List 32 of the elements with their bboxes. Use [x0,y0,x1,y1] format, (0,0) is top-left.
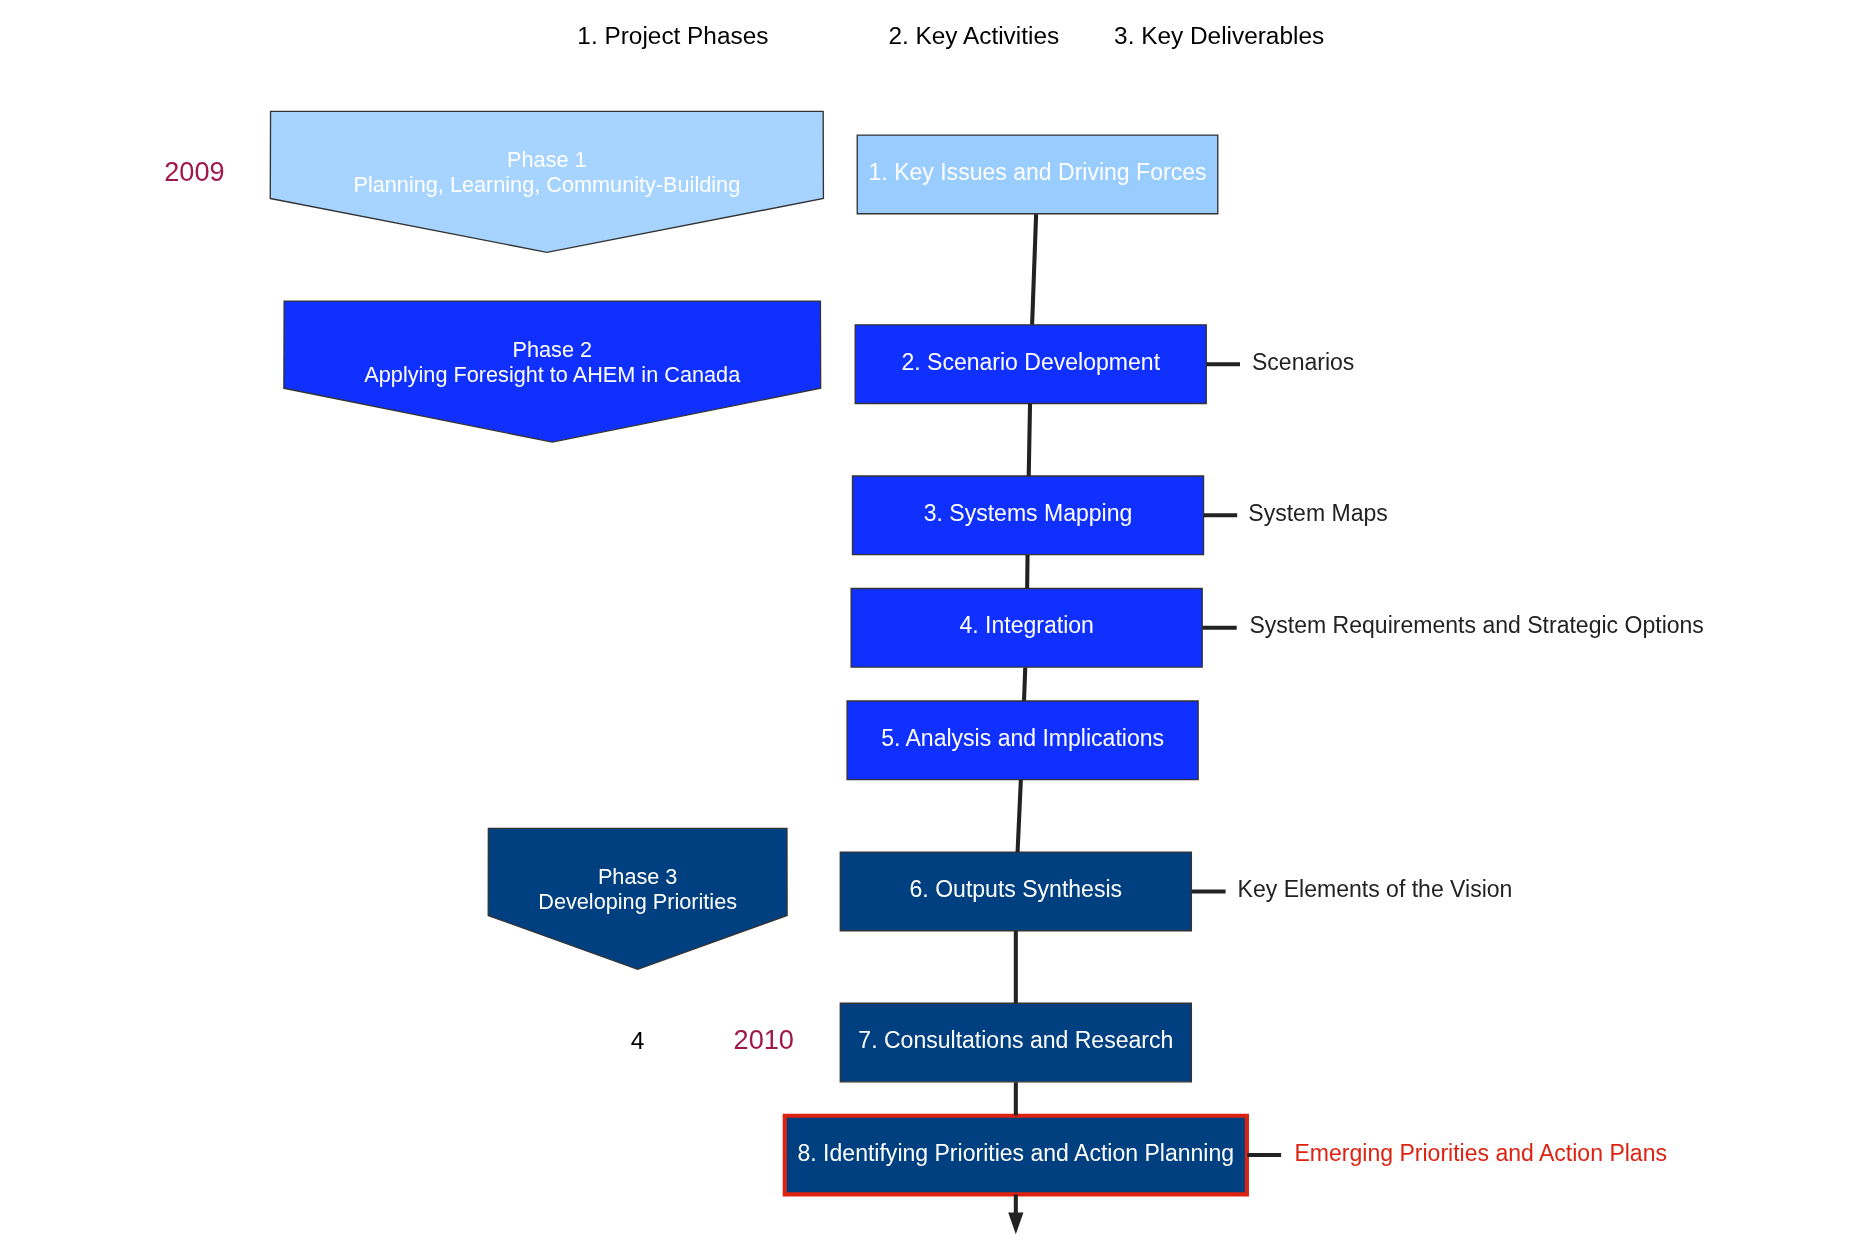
node-box: 7. Consultations and Research [839,1002,1193,1083]
connector [1202,625,1237,630]
connector [1025,555,1030,589]
connector [1021,667,1028,701]
label: 2. Key Activities [888,22,1060,50]
node-box: 5. Analysis and Implications [846,700,1199,781]
arrow [1008,1194,1024,1235]
label: 3. Key Deliverables [1114,22,1325,50]
node-text: Scenarios [1251,348,1355,375]
connector [1015,779,1023,853]
node-box: 6. Outputs Synthesis [839,851,1193,932]
label: 4 [630,1026,645,1054]
node-box: 4. Integration [850,587,1203,668]
node-text: System Requirements and Strategic Options [1249,612,1704,639]
connector [1013,1082,1018,1116]
connector [1191,889,1226,894]
connector [1247,1153,1282,1158]
connector [1013,931,1018,1004]
node-text: System Maps [1248,499,1388,526]
connector [1203,513,1238,518]
connector [1030,214,1039,325]
node-box: 8. Identifying Priorities and Action Planning [782,1113,1249,1197]
label: 2009 [164,156,225,188]
connector [1026,403,1033,476]
node-box: 3. Systems Mapping [851,475,1205,556]
node-text: Key Elements of the Vision [1237,875,1513,902]
label: 2010 [733,1024,794,1056]
connector [1206,362,1240,367]
node-box: 1. Key Issues and Driving Forces [856,134,1219,215]
node-box: 2. Scenario Development [854,324,1207,405]
label: 1. Project Phases [577,22,769,50]
node-text: Emerging Priorities and Action Plans [1294,1139,1667,1166]
